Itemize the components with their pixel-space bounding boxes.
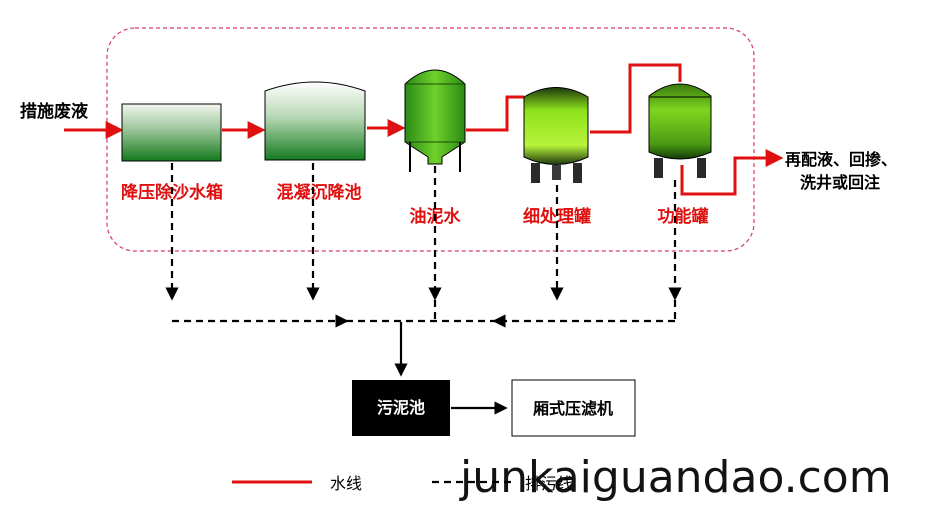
water-line-fine-to-func: [590, 63, 682, 134]
water-line-outlet: [680, 149, 784, 196]
filter-press-label: 厢式压滤机: [533, 399, 613, 418]
unit-settling-pool: [264, 81, 366, 161]
output-label-line1: 再配液、回掺、: [785, 150, 897, 169]
sludge-lines: [165, 163, 682, 328]
output-label-line2: 洗井或回注: [800, 173, 880, 192]
treatment-boundary: [106, 27, 755, 252]
unit-fine-treatment-tank: [523, 87, 589, 183]
watermark: junkaiguandao.com: [459, 452, 892, 503]
unit-sludge-water-vessel: [404, 69, 466, 172]
legend-water-label: 水线: [330, 474, 362, 493]
sludge-pit-label: 污泥池: [377, 398, 425, 417]
legend-sludge-label: 排污线: [525, 474, 573, 493]
input-label: 措施废液: [20, 101, 88, 122]
legend: 水线 排污线: [232, 474, 573, 493]
filter-press: [511, 379, 636, 437]
unit-label-function-tank: 功能罐: [658, 206, 709, 227]
unit-desander-tank: [121, 103, 222, 162]
unit-label-settling-pool: 混凝沉降池: [277, 182, 362, 203]
unit-function-tank: [648, 83, 712, 178]
sludge-pit: [352, 380, 450, 436]
unit-label-fine-treatment-tank: 细处理罐: [523, 206, 591, 227]
water-line-cone-to-fine: [466, 95, 524, 132]
water-lines: [64, 63, 784, 196]
